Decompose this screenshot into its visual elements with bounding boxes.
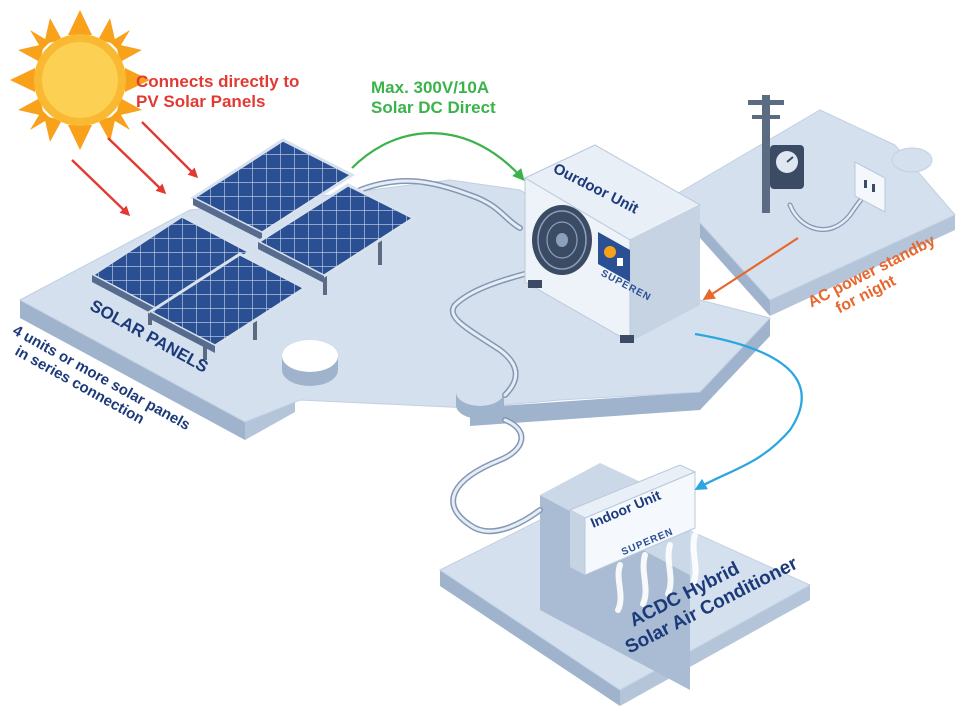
cables [357, 178, 873, 535]
indoor-unit [568, 464, 699, 613]
utility-platform [674, 109, 956, 316]
sun-caption-line2: PV Solar Panels [136, 91, 266, 111]
dc-caption-line2: Solar DC Direct [371, 97, 496, 117]
solar-panel-3 [89, 214, 253, 318]
utility-pole-icon [748, 95, 804, 213]
solar-panel-4 [147, 252, 308, 353]
sun-caption-line1: Connects directly to [136, 72, 300, 91]
dc-input-arrow [351, 132, 525, 181]
solar-panel-1 [189, 138, 356, 240]
solar-panel-array [89, 138, 418, 360]
dc-caption-line1: Max. 300V/10A [371, 78, 490, 97]
indoor-feed-arrow [694, 332, 803, 490]
sunlight-arrows [71, 121, 199, 217]
solar-panel-2 [254, 183, 418, 283]
power-outlet-icon [854, 161, 886, 213]
solar-plug-badge-icon [598, 232, 630, 282]
dc-caption: Max. 300V/10A Solar DC Direct [371, 78, 496, 117]
sun-icon [10, 10, 150, 150]
sun-caption: Connects directly to PV Solar Panels [136, 72, 299, 111]
outdoor-unit [523, 144, 702, 343]
ac-standby-arrow [702, 237, 799, 301]
